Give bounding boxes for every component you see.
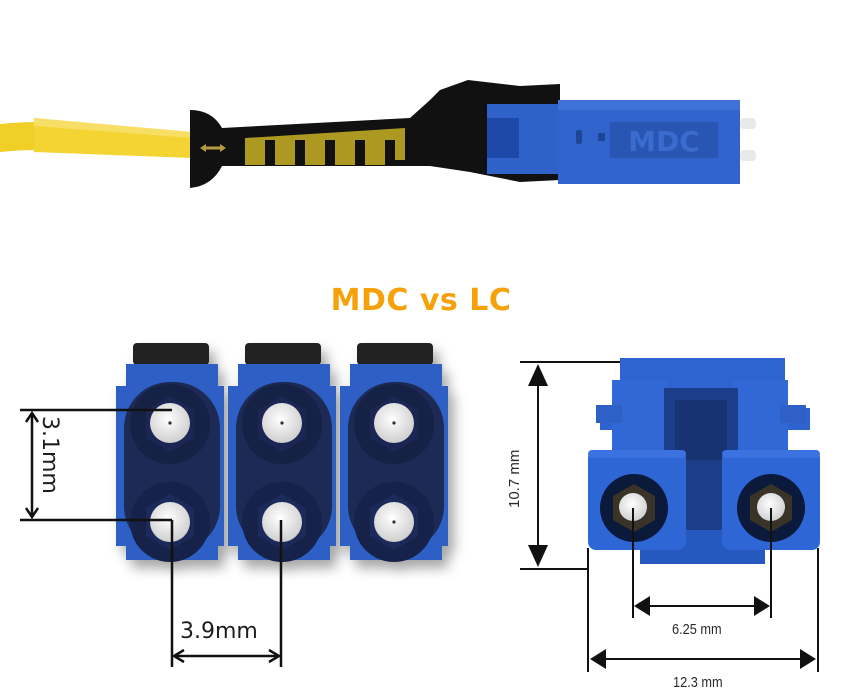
mdc-horizontal-pitch-label: 3.9mm bbox=[180, 619, 258, 644]
mdc-side-view-illustration: MDC bbox=[0, 80, 756, 188]
lc-width-label: 12.3 mm bbox=[673, 674, 723, 691]
comparison-title: MDC vs LC bbox=[330, 283, 512, 318]
lc-height-label: 10.7 mm bbox=[506, 449, 523, 508]
mdc-front-illustration bbox=[20, 343, 448, 667]
mdc-vertical-pitch-label: 3.1mm bbox=[37, 416, 62, 494]
mdc-side-view: MDC bbox=[0, 0, 842, 260]
svg-text:MDC: MDC bbox=[628, 125, 700, 158]
lc-front-diagram: 10.7 mm 6.25 mm 12.3 mm bbox=[470, 330, 842, 700]
lc-ferrule-pitch-label: 6.25 mm bbox=[672, 621, 722, 638]
lc-front-illustration bbox=[520, 358, 820, 672]
mdc-front-diagram: 3.1mm 3.9mm bbox=[0, 330, 470, 700]
